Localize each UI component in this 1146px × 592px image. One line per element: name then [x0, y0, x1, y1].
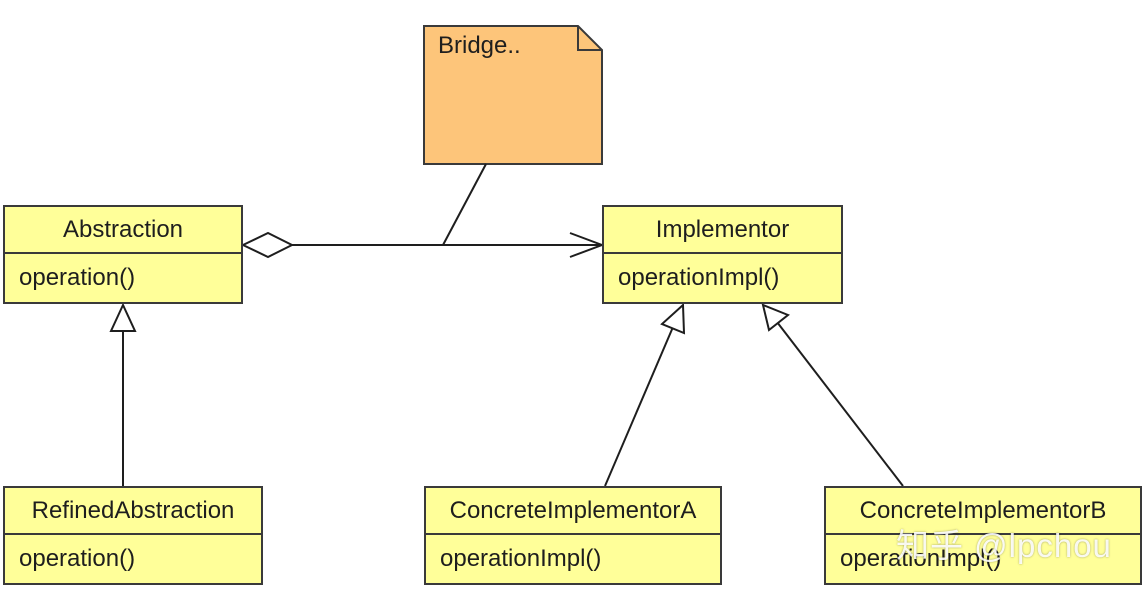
class-name: Implementor — [604, 207, 841, 254]
class-refined-abstraction[interactable]: RefinedAbstraction operation() — [3, 486, 263, 585]
generalization-triangle-impl-b — [761, 303, 790, 332]
class-concrete-implementor-b[interactable]: ConcreteImplementorB operationImpl() — [824, 486, 1142, 585]
note-anchor-line — [442, 163, 487, 246]
watermark: 知乎 @lpchou — [896, 527, 1112, 564]
class-operation: operation() — [19, 545, 136, 572]
class-name: ConcreteImplementorB — [826, 488, 1140, 535]
note-fold — [577, 26, 602, 51]
class-name: RefinedAbstraction — [5, 488, 261, 535]
class-abstraction[interactable]: Abstraction operation() — [3, 205, 243, 304]
note-body — [423, 25, 603, 165]
generalization-triangle-impl-a — [660, 302, 686, 335]
class-concrete-implementor-a[interactable]: ConcreteImplementorA operationImpl() — [424, 486, 722, 585]
class-implementor[interactable]: Implementor operationImpl() — [602, 205, 843, 304]
class-operation: operationImpl() — [618, 264, 780, 291]
class-operation: operationImpl() — [840, 545, 1002, 572]
generalization-line-impl-a — [604, 326, 674, 487]
note-label: Bridge.. — [438, 32, 521, 59]
class-operation: operationImpl() — [440, 545, 602, 572]
class-operation: operation() — [19, 264, 136, 291]
class-name: Abstraction — [5, 207, 241, 254]
generalization-triangle-refined — [109, 302, 137, 332]
class-name: ConcreteImplementorA — [426, 488, 720, 535]
aggregation-diamond — [240, 231, 295, 259]
bridge-note[interactable] — [423, 25, 603, 165]
generalization-line-impl-b — [776, 321, 904, 487]
